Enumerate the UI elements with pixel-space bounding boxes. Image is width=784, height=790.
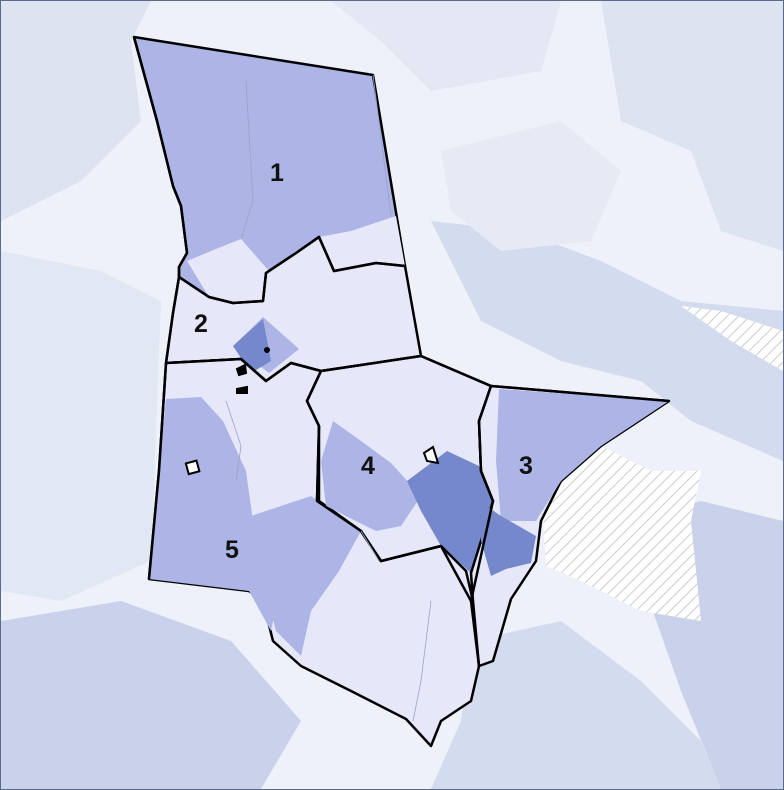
enclave-2b xyxy=(236,385,248,394)
district-label-3: 3 xyxy=(519,452,533,480)
district-1-lighter-area xyxy=(187,216,405,303)
enclaves xyxy=(184,347,440,476)
enclave-center xyxy=(422,445,440,465)
district-label-2: 2 xyxy=(194,310,208,338)
district-4-dark-band xyxy=(407,451,495,573)
district-5-western-area xyxy=(149,397,276,631)
bg-region-nw xyxy=(1,1,151,221)
bg-region-sw xyxy=(1,601,301,789)
county-lines xyxy=(225,74,432,722)
bg-region-ne xyxy=(601,1,783,251)
district-label-4: 4 xyxy=(361,452,375,480)
hatched-areas xyxy=(541,306,783,621)
bg-region-w xyxy=(1,251,161,601)
district-label-5: 5 xyxy=(225,536,239,564)
district-3-dark-area xyxy=(479,501,536,576)
district-5-southern-area xyxy=(251,496,361,656)
enclave-2a xyxy=(235,363,248,377)
enclave-2c xyxy=(264,347,270,353)
bg-region-n xyxy=(331,1,561,91)
bg-region-s xyxy=(431,621,721,789)
district-label-1: 1 xyxy=(270,159,284,187)
district-3-medium-area xyxy=(496,389,669,521)
hatched-area-east xyxy=(541,446,701,621)
hatched-area-ne xyxy=(681,306,783,371)
bg-region-e xyxy=(431,221,783,461)
bg-region-ne2 xyxy=(441,121,621,251)
district-4-medium-area xyxy=(321,421,421,531)
enclave-west xyxy=(184,459,201,476)
district-labels: 1 2 3 4 5 xyxy=(194,159,533,564)
